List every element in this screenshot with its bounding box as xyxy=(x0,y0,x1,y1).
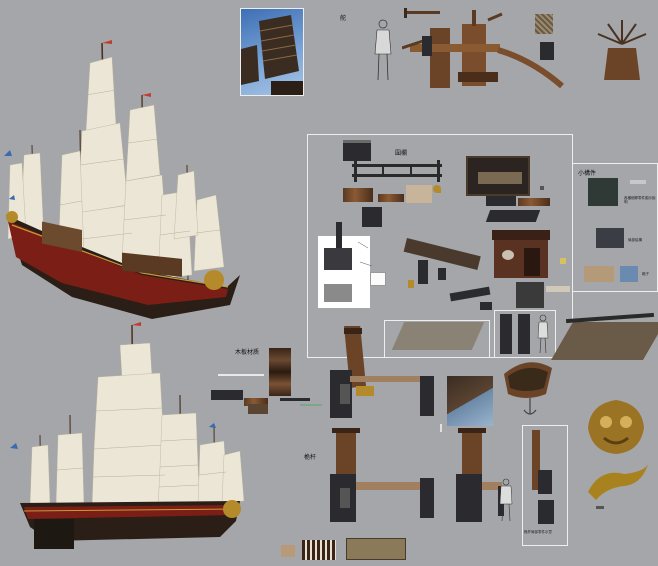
plank-strip-dark xyxy=(280,398,310,401)
rudder-section-title: 舵 xyxy=(340,15,347,22)
plank-texture-dark xyxy=(211,390,243,400)
mast-detail-note: 桅杆局部零件示意 xyxy=(524,530,552,534)
carved-ornament-tile xyxy=(535,14,553,34)
bolt-detail xyxy=(540,186,544,190)
railing-rail-model xyxy=(352,160,442,182)
light-strip xyxy=(630,180,646,184)
ornament-caption-marker xyxy=(596,506,604,509)
railing-beam-texture xyxy=(378,194,404,202)
wood-board-model-1 xyxy=(518,198,550,206)
small-parts-note-1: 各種細節零件圖示說明 xyxy=(624,196,656,205)
gold-lamp-small xyxy=(408,280,414,288)
texture-thumbnail-2 xyxy=(302,540,336,560)
rudder-capstan-model xyxy=(402,10,564,89)
crate-photo xyxy=(620,266,638,282)
carved-panel-texture xyxy=(466,156,530,196)
texture-thumbnail-3 xyxy=(346,538,406,560)
mast-base-model-2 xyxy=(330,428,434,522)
railing-beam-model xyxy=(343,188,373,202)
dark-panel-texture xyxy=(516,282,544,308)
worker-figure-sketch xyxy=(537,314,549,354)
planks-section-title: 木板材质 xyxy=(235,349,260,356)
plank-texture-vertical xyxy=(269,348,291,396)
crate-stack-model xyxy=(584,266,614,282)
junk-sail-image xyxy=(241,15,303,95)
small-parts-title: 小構件 xyxy=(578,170,597,177)
dark-board-model-2 xyxy=(485,210,541,222)
bracket-block-model xyxy=(540,42,554,60)
cabin-model xyxy=(492,230,550,278)
mast-detail-panel xyxy=(522,425,568,546)
mast-base-model-1 xyxy=(330,326,434,418)
mast-detail-block xyxy=(538,500,554,524)
small-parts-note-3: 箱子 xyxy=(642,272,649,276)
mast-detail-bracket xyxy=(538,470,552,494)
ship-side-view-render xyxy=(10,322,245,549)
bracket-pair-panel xyxy=(494,310,556,358)
deck-fitting-small xyxy=(480,302,492,310)
railing-tower-model xyxy=(324,222,373,302)
lion-head-ornament xyxy=(588,400,644,454)
connector-line xyxy=(440,424,442,432)
small-parts-note-2: 局部結構 xyxy=(628,238,642,242)
dragon-ornament xyxy=(588,464,648,500)
structure-detail-texture xyxy=(596,228,624,248)
windlass-model xyxy=(597,20,647,80)
deck-platform-panel xyxy=(384,320,490,358)
plank-strip-thin xyxy=(218,374,264,376)
railing-section-title: 圍欄 xyxy=(395,150,408,157)
cabin-roof xyxy=(492,230,550,240)
lantern-model xyxy=(438,268,446,280)
yellow-marker xyxy=(560,258,566,264)
winch-part-model xyxy=(588,178,618,206)
mast-worker-sketch xyxy=(499,478,513,522)
sailor-figure-sketch xyxy=(374,19,392,81)
mast-detail-pole xyxy=(532,430,540,490)
plank-strip-green xyxy=(300,404,322,406)
bracket-model-2 xyxy=(518,314,530,354)
texture-thumbnail-1 xyxy=(281,545,295,557)
ship-3d-perspective-render xyxy=(4,40,240,319)
railing-bracket-texture xyxy=(406,185,432,203)
railing-panel-model xyxy=(362,207,382,227)
plank-texture-brown xyxy=(244,398,268,406)
railing-sketch-note xyxy=(370,272,386,286)
carved-panel-inset xyxy=(478,172,522,184)
cabin-window xyxy=(502,250,514,260)
tiller-bar-model xyxy=(404,8,440,18)
mast-section-title: 桅杆 xyxy=(304,454,317,461)
side-board-model xyxy=(546,286,570,292)
cabin-door xyxy=(524,248,540,276)
dark-board-model-1 xyxy=(486,196,516,206)
bracket-model-1 xyxy=(500,314,512,354)
mast-reference-photo xyxy=(447,376,493,426)
small-boat-model xyxy=(504,362,552,415)
railing-deck-model xyxy=(343,140,371,161)
sail-reference-photo xyxy=(240,8,304,96)
hanging-bracket-small xyxy=(418,260,428,284)
gold-corner-ornament xyxy=(433,185,441,193)
plank-texture-mid xyxy=(248,404,268,414)
